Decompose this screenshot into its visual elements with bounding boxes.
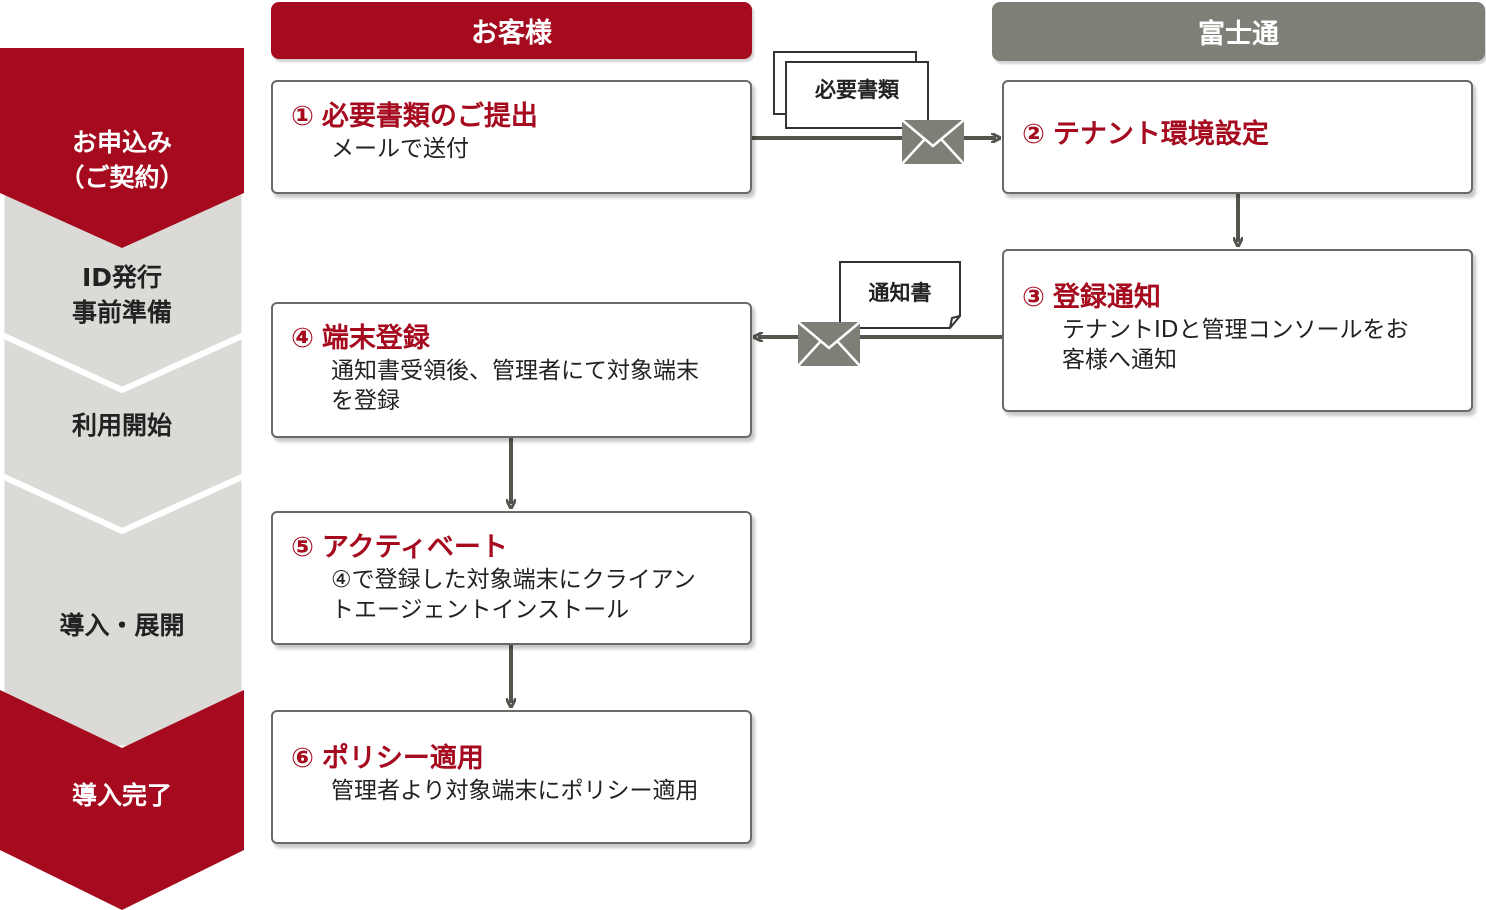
- step-title-text: アクティベート: [321, 532, 508, 563]
- stage-divider: [0, 332, 246, 394]
- document-label-required: 必要書類: [815, 78, 899, 102]
- lane-header-customer: お客様: [271, 2, 752, 59]
- stage-chevron-start: [0, 48, 244, 248]
- envelope-icon: [901, 119, 965, 165]
- stage-chevron-start-notch: [0, 48, 244, 50]
- step-number: ②: [1022, 119, 1045, 150]
- step-description: ④で登録した対象端末にクライアン: [331, 567, 696, 593]
- envelope-icon: [797, 321, 861, 367]
- stage-label-line: ID発行: [81, 263, 163, 292]
- step-number: ①: [291, 101, 314, 132]
- step-title-text: テナント環境設定: [1052, 119, 1269, 150]
- step-description: 客様へ通知: [1062, 347, 1177, 373]
- step-title-text: 必要書類のご提出: [321, 101, 538, 132]
- stage-divider: [0, 473, 246, 535]
- stage-chevron-end: [0, 690, 244, 910]
- connector-1-to-2: [752, 51, 996, 165]
- step-title-text: 登録通知: [1052, 282, 1161, 313]
- connector-3-to-4: [758, 261, 1002, 367]
- stage-label-line: 事前準備: [71, 298, 172, 327]
- step-description: 管理者より対象端末にポリシー適用: [331, 778, 699, 804]
- step-description: を登録: [331, 388, 400, 414]
- stage-label-application: お申込み （ご契約）: [0, 115, 244, 205]
- stage-label-line: 導入・展開: [59, 610, 185, 640]
- stage-label-line: （ご契約）: [59, 163, 185, 192]
- step-description: トエージェントインストール: [331, 597, 630, 623]
- document-label-notice: 通知書: [868, 281, 932, 305]
- document-sheet: [785, 61, 929, 129]
- stage-label-line: お申込み: [71, 128, 172, 157]
- stage-label-line: 導入完了: [71, 780, 172, 810]
- stage-label-deploy: 導入・展開: [0, 600, 244, 650]
- stage-label-start-use: 利用開始: [0, 400, 244, 450]
- step-number: ④: [291, 323, 314, 354]
- stage-label-complete: 導入完了: [0, 770, 244, 820]
- lane-header-fujitsu: 富士通: [992, 2, 1485, 61]
- step-title-text: 端末登録: [321, 323, 430, 354]
- stage-label-id-issue: ID発行 事前準備: [0, 250, 244, 340]
- step-description: テナントIDと管理コンソールをお: [1062, 317, 1409, 343]
- step-title-text: ポリシー適用: [321, 743, 484, 774]
- step-description: メールで送付: [331, 136, 469, 162]
- document-sheet: [839, 261, 961, 329]
- stage-column: [0, 48, 247, 910]
- step-number: ③: [1022, 282, 1045, 313]
- step-number: ⑤: [291, 532, 314, 563]
- stage-label-line: 利用開始: [71, 410, 172, 440]
- step-number: ⑥: [291, 743, 314, 774]
- step-description: 通知書受領後、管理者にて対象端末: [331, 358, 699, 384]
